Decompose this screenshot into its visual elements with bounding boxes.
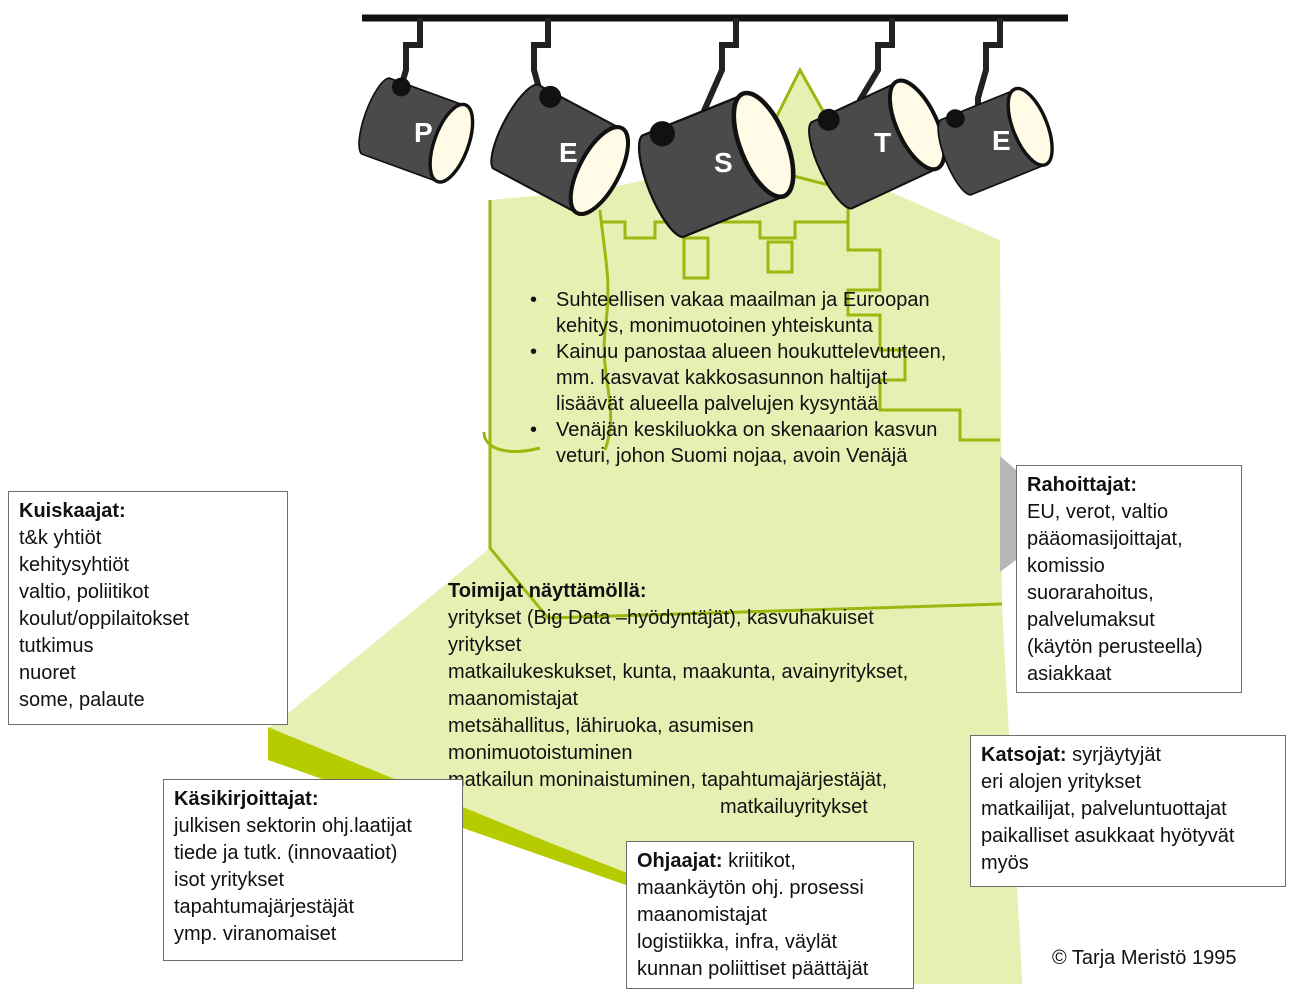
kasikirjoittajat-item: julkisen sektorin ohj.laatijat [174,815,412,837]
katsojat-item: myös [981,852,1029,874]
rahoittajat-item: EU, verot, valtio [1027,501,1169,523]
rahoittajat-box: Rahoittajat: EU, verot, valtio pääomasij… [1016,465,1242,693]
kuiskaajat-item: koulut/oppilaitokset [19,608,190,630]
katsojat-title: Katsojat: [981,744,1067,766]
toimijat-line: monimuotoistuminen [448,742,633,764]
scenario-bullet: Suhteellisen vakaa maailman ja Euroopan … [530,287,950,339]
kasikirjoittajat-item: isot yritykset [174,869,285,891]
rahoittajat-item: pääomasijoittajat, [1027,528,1183,550]
kuiskaajat-item: t&k yhtiöt [19,527,102,549]
connector-rahoittajat [1000,456,1016,572]
spotlight: P [358,18,475,184]
rahoittajat-title: Rahoittajat: [1027,474,1137,496]
copyright: © Tarja Meristö 1995 [1052,947,1237,969]
kuiskaajat-box: Kuiskaajat: t&k yhtiöt kehitysyhtiöt val… [8,491,288,725]
katsojat-item: paikalliset asukkaat hyötyvät [981,825,1235,847]
ohjaajat-item: logistiikka, infra, väylät [637,931,838,953]
toimijat-line: maanomistajat [448,688,579,710]
kasikirjoittajat-box: Käsikirjoittajat: julkisen sektorin ohj.… [163,779,463,961]
spotlight-letter: S [714,147,733,178]
ohjaajat-item: maankäytön ohj. prosessi [637,877,864,899]
scenario-bullet: Kainuu panostaa alueen houkuttelevuuteen… [530,339,950,417]
spotlight: E [490,18,631,216]
toimijat-block: Toimijat näyttämöllä: yritykset (Big Dat… [448,578,988,821]
kuiskaajat-item: nuoret [19,662,76,684]
ohjaajat-title: Ohjaajat: [637,850,723,872]
katsojat-box: Katsojat: syrjäytyjät eri alojen yrityks… [970,735,1286,887]
kuiskaajat-item: kehitysyhtiöt [19,554,130,576]
ohjaajat-first-line: Ohjaajat: kriitikot, [637,848,903,875]
ohjaajat-first-item: kriitikot, [722,850,796,872]
katsojat-item: matkailijat, palveluntuottajat [981,798,1227,820]
katsojat-first-line: Katsojat: syrjäytyjät [981,742,1275,769]
katsojat-item: eri alojen yritykset [981,771,1142,793]
rahoittajat-item: komissio [1027,555,1105,577]
katsojat-first-item: syrjäytyjät [1066,744,1162,766]
kuiskaajat-item: valtio, poliitikot [19,581,150,603]
toimijat-line: yritykset [448,634,522,656]
spotlight-letter: P [414,117,433,148]
spotlight-letter: T [874,127,891,158]
toimijat-line: matkailukeskukset, kunta, maakunta, avai… [448,661,909,683]
kasikirjoittajat-title: Käsikirjoittajat: [174,788,319,810]
toimijat-line: matkailun moninaistuminen, tapahtumajärj… [448,769,888,791]
rahoittajat-item: suorarahoitus, [1027,582,1154,604]
spotlight: S [637,18,796,239]
scenario-bullets: Suhteellisen vakaa maailman ja Euroopan … [530,287,950,469]
spotlight: T [808,18,947,210]
scenario-bullet: Venäjän keskiluokka on skenaarion kasvun… [530,417,950,469]
toimijat-line: yritykset (Big Data –hyödyntäjät), kasvu… [448,607,874,629]
rahoittajat-item: asiakkaat [1027,663,1112,685]
spotlight-letter: E [992,125,1011,156]
kasikirjoittajat-item: tiede ja tutk. (innovaatiot) [174,842,398,864]
kasikirjoittajat-item: tapahtumajärjestäjät [174,896,355,918]
ohjaajat-box: Ohjaajat: kriitikot, maankäytön ohj. pro… [626,841,914,989]
kuiskaajat-item: tutkimus [19,635,94,657]
rahoittajat-item: (käytön perusteella) [1027,636,1203,658]
spotlight-letter: E [559,137,578,168]
kuiskaajat-title: Kuiskaajat: [19,500,126,522]
ohjaajat-item: kunnan poliittiset päättäjät [637,958,869,980]
kuiskaajat-item: some, palaute [19,689,145,711]
spotlight: E [937,18,1054,196]
toimijat-line: metsähallitus, lähiruoka, asumisen [448,715,754,737]
toimijat-title: Toimijat näyttämöllä: [448,580,647,602]
toimijat-line: matkailuyritykset [720,796,868,818]
ohjaajat-item: maanomistajat [637,904,768,926]
kasikirjoittajat-item: ymp. viranomaiset [174,923,337,945]
rahoittajat-item: palvelumaksut [1027,609,1155,631]
